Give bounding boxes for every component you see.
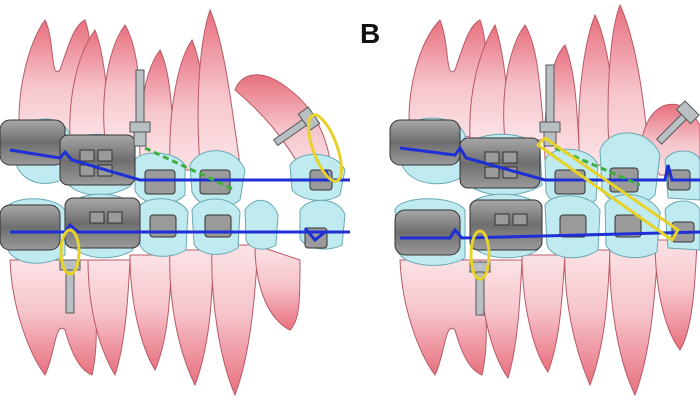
lower-arch xyxy=(9,244,301,397)
green-elastic-chain xyxy=(144,146,236,192)
upper-mini-screw xyxy=(539,64,561,147)
yellow-elastic-loop-upper-anterior xyxy=(307,113,343,183)
panel-a xyxy=(0,8,350,397)
archwires xyxy=(399,145,700,240)
lower-archwire xyxy=(400,227,700,240)
lower-mini-screw xyxy=(469,261,491,316)
yellow-elastic-intermaxillary xyxy=(536,136,680,242)
molar-bands xyxy=(389,119,543,256)
lower-arch xyxy=(399,239,698,397)
upper-mini-screw xyxy=(129,69,151,147)
lower-archwire xyxy=(10,222,350,234)
panel-b-label: B xyxy=(360,18,381,49)
panel-b xyxy=(389,3,700,397)
lower-mini-screw xyxy=(59,259,81,314)
upper-archwire xyxy=(399,145,700,182)
yellow-elastic-loop-lower xyxy=(469,229,491,281)
upper-archwire xyxy=(9,148,350,182)
upper-arch xyxy=(18,8,331,176)
anterior-mini-screw xyxy=(655,100,700,145)
yellow-elastic-loop-lower xyxy=(59,228,81,276)
mini-screws xyxy=(469,64,700,316)
mini-screws xyxy=(59,69,321,314)
